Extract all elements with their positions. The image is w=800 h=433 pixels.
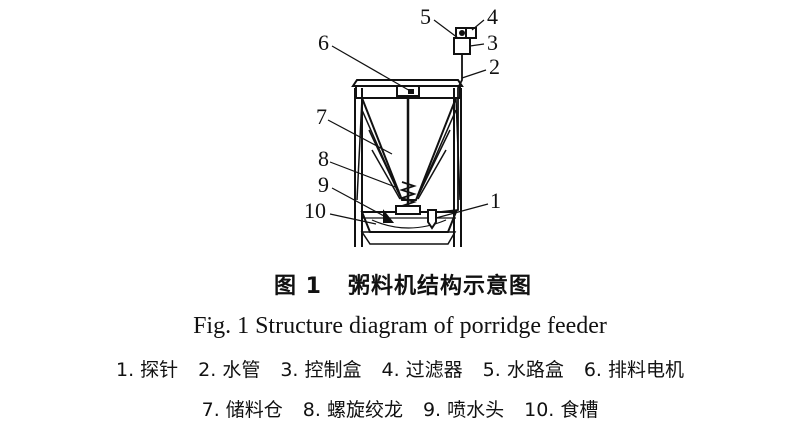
legend-item: 2. 水管: [198, 359, 261, 381]
spray-nozzle: [383, 209, 395, 223]
callout-2: 2: [489, 54, 500, 79]
probe: [427, 209, 437, 230]
callout-5: 5: [420, 4, 431, 29]
callout-1: 1: [490, 188, 501, 213]
legend-item: 3. 控制盒: [280, 359, 362, 381]
water-pipe: [439, 50, 463, 213]
legend-item: 1. 探针: [115, 359, 179, 381]
hopper-lid: [351, 79, 464, 87]
legend-item: 9. 喷水头: [422, 399, 505, 421]
legend-item: 6. 排料电机: [583, 359, 685, 381]
legend-item: 8. 螺旋绞龙: [302, 399, 403, 421]
legend-item: 4. 过滤器: [381, 359, 463, 381]
callout-6: 6: [318, 30, 329, 55]
callout-7: 7: [316, 104, 327, 129]
figure-title-zh: 图 1 粥料机结构示意图: [0, 268, 800, 300]
callout-4: 4: [487, 4, 498, 29]
control-box: [453, 37, 471, 55]
callout-8: 8: [318, 146, 329, 171]
legend-row-1: 1. 探针 2. 水管 3. 控制盒 4. 过滤器 5. 水路盒 6. 排料电机: [0, 355, 800, 382]
callout-9: 9: [318, 172, 329, 197]
base: [360, 231, 457, 245]
figure-title-en: Fig. 1 Structure diagram of porridge fee…: [193, 313, 607, 339]
figure-number: 图 1: [274, 274, 322, 299]
water-box: [465, 27, 477, 39]
storage-bin: [360, 97, 458, 201]
callout-3: 3: [487, 30, 498, 55]
legend-row-2: 7. 储料仓 8. 螺旋绞龙 9. 喷水头 10. 食槽: [0, 395, 800, 422]
legend-item: 7. 储料仓: [201, 399, 283, 421]
figure-title-zh-text: 粥料机结构示意图: [347, 274, 532, 299]
legend-item: 5. 水路盒: [482, 359, 564, 381]
spiral-auger: [399, 181, 417, 207]
callout-10: 10: [304, 198, 326, 223]
legend-item: 10. 食槽: [524, 399, 599, 421]
